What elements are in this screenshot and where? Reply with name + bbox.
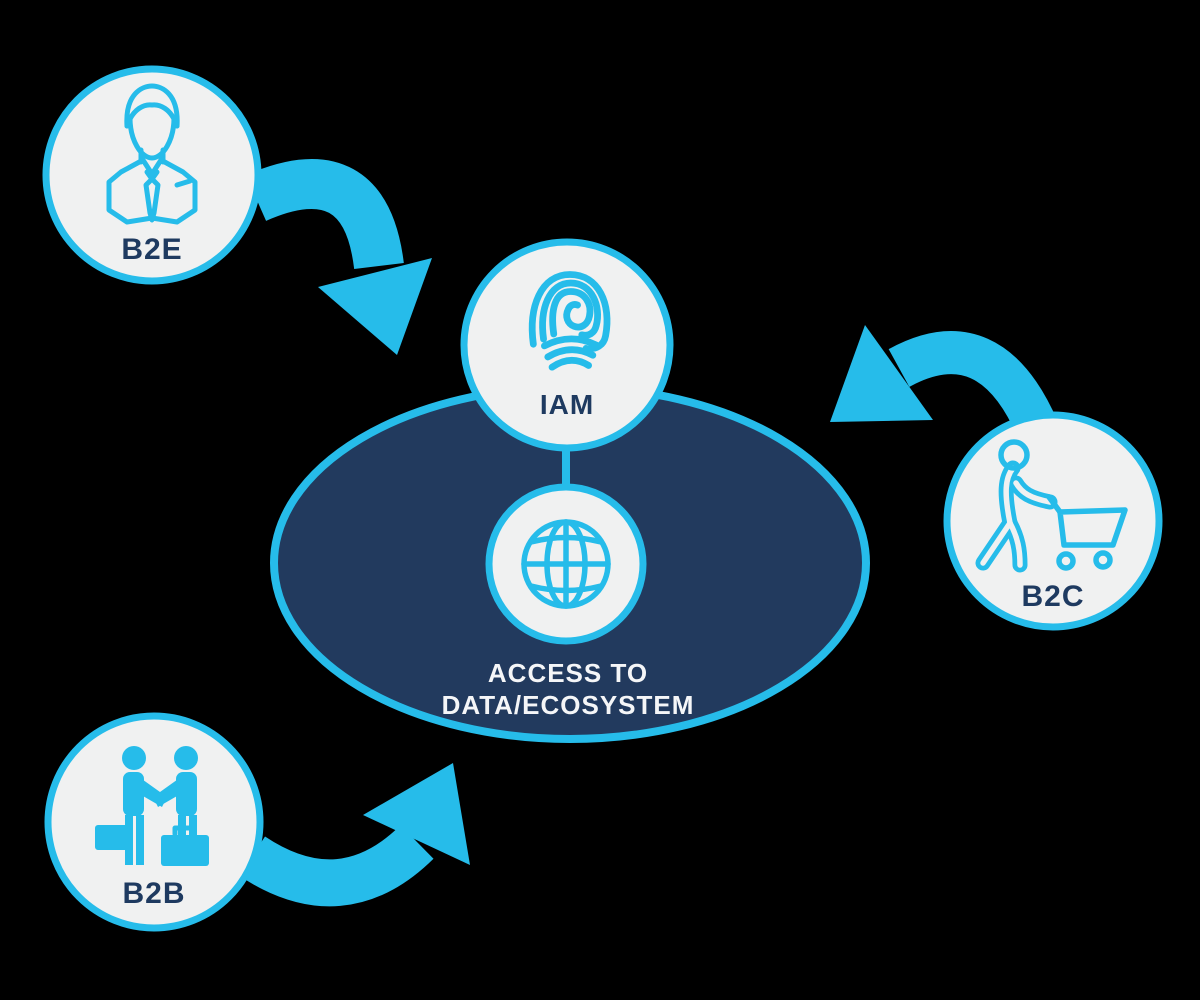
node-globe [485,483,647,645]
iam-circle [460,238,674,452]
fingerprint-icon [528,271,611,371]
arrow-b2b-to-iam [238,763,470,907]
arrow-b2e-to-iam [245,159,432,355]
shopper-cart-icon [975,439,1128,573]
iam-label: IAM [540,389,594,420]
node-b2e: B2E [42,65,262,285]
b2c-label: B2C [1021,580,1084,613]
b2b-label: B2B [122,877,185,910]
globe-icon [521,519,611,609]
node-b2b: B2B [44,712,264,932]
handshake-icon [95,746,209,866]
b2e-label: B2E [121,233,182,266]
ellipse-caption-line1: ACCESS TO [488,658,648,688]
node-iam: IAM [460,238,674,452]
ellipse-caption-line2: DATA/ECOSYSTEM [442,690,695,720]
node-b2c: B2C [943,411,1163,631]
b2c-circle [943,411,1163,631]
arrow-b2c-to-iam [830,325,1058,439]
employee-icon [106,83,198,225]
b2b-circle [44,712,264,932]
